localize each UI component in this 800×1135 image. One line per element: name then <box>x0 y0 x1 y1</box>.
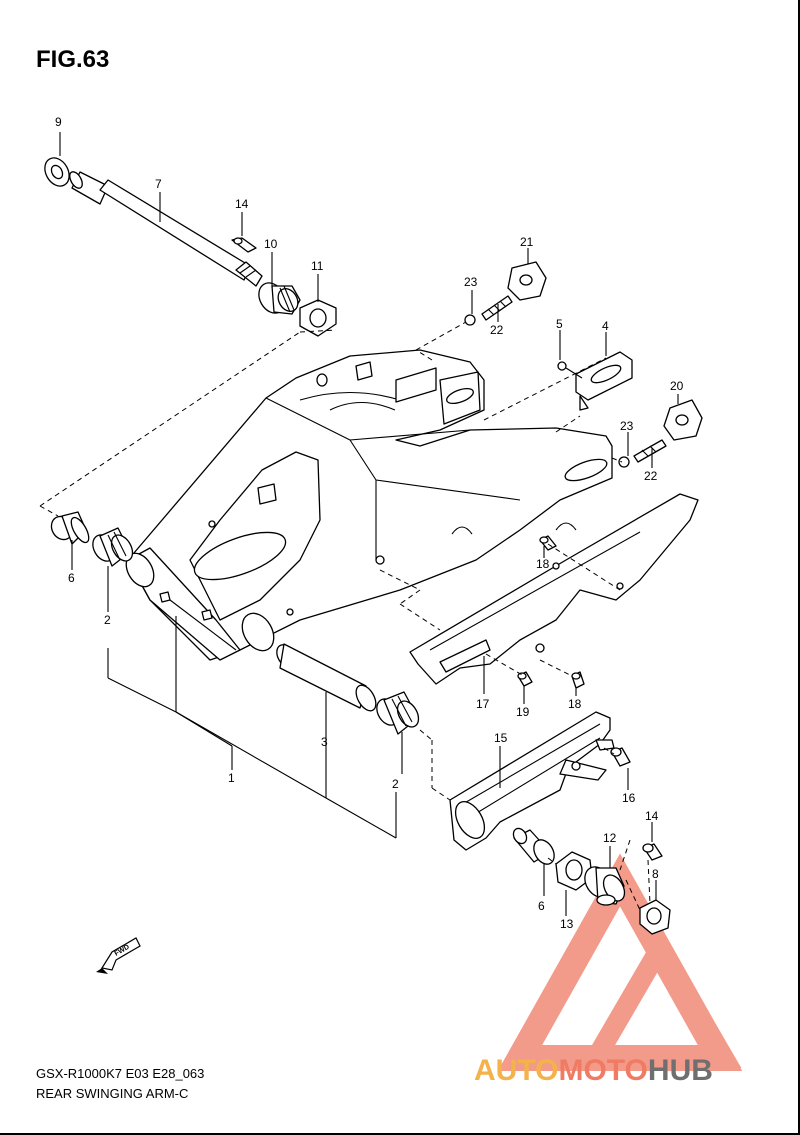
adjuster-group-21 <box>464 261 547 326</box>
callout-15: 15 <box>494 731 508 745</box>
diagram-name: REAR SWINGING ARM-C <box>36 1086 189 1101</box>
callout-7: 7 <box>155 177 162 191</box>
bush-6-right <box>512 827 555 865</box>
watermark-auto: AUTO <box>474 1054 559 1087</box>
callout-17: 17 <box>476 697 490 711</box>
watermark-moto: MOTO <box>558 1054 648 1087</box>
callout-13: 13 <box>560 917 574 931</box>
callout-6: 6 <box>68 571 75 585</box>
adjuster-12 <box>584 866 626 906</box>
callout-20: 20 <box>670 379 684 393</box>
leader-lines <box>59 132 679 916</box>
spacer-3 <box>276 643 377 712</box>
dashed-lines <box>39 321 651 911</box>
callout-5: 5 <box>556 317 563 331</box>
callout-22: 22 <box>490 323 504 337</box>
figure-title: FIG.63 <box>36 46 110 73</box>
plate-4 <box>557 351 633 411</box>
callout-1: 1 <box>228 771 235 785</box>
swing-arm-body <box>125 349 613 661</box>
fwd-arrow-icon: FWD <box>96 937 141 974</box>
callout-6b: 6 <box>538 899 545 913</box>
callout-23b: 23 <box>620 419 634 433</box>
chain-guard-17 <box>409 493 699 685</box>
watermark-text: AUTOMOTOHUB <box>474 1054 713 1088</box>
bolts-18-19 <box>517 535 585 689</box>
adjuster-group-20 <box>618 399 703 468</box>
callout-12: 12 <box>603 831 617 845</box>
bolt-14-lower <box>642 843 663 861</box>
callout-22b: 22 <box>644 469 658 483</box>
chain-guide-15 <box>449 711 615 851</box>
nut-13 <box>555 851 593 891</box>
callout-19: 19 <box>516 705 530 719</box>
bearing-2-left <box>92 527 134 567</box>
watermark-logo <box>497 853 743 1071</box>
callout-16: 16 <box>622 791 636 805</box>
pivot-shaft <box>44 157 263 287</box>
callout-23: 23 <box>464 275 478 289</box>
bush-6-left <box>50 511 90 545</box>
callout-numbers: 9 7 14 10 11 21 23 22 5 4 20 23 22 6 2 1… <box>55 115 684 931</box>
callout-4: 4 <box>602 319 609 333</box>
callout-14: 14 <box>235 197 249 211</box>
callout-21: 21 <box>520 235 534 249</box>
callout-14b: 14 <box>645 809 659 823</box>
callout-18: 18 <box>536 557 550 571</box>
adjuster-group-top <box>231 237 337 337</box>
bolt-16 <box>610 747 631 767</box>
watermark-hub: HUB <box>647 1054 713 1087</box>
callout-10: 10 <box>264 237 278 251</box>
callout-3: 3 <box>321 735 328 749</box>
callout-11: 11 <box>311 259 324 273</box>
callout-2b: 2 <box>392 777 399 791</box>
bearing-2-right <box>376 691 420 735</box>
callout-9: 9 <box>55 115 62 129</box>
callout-8: 8 <box>652 867 659 881</box>
model-code: GSX-R1000K7 E03 E28_063 <box>36 1066 205 1081</box>
callout-18b: 18 <box>568 697 582 711</box>
callout-2: 2 <box>104 613 111 627</box>
nut-8 <box>639 899 671 935</box>
